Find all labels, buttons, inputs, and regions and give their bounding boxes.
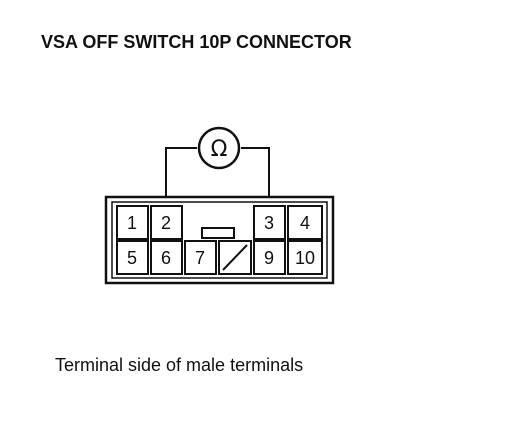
meter-lead-right xyxy=(241,147,270,202)
terminal-3-label: 3 xyxy=(264,213,274,233)
terminal-9-cell xyxy=(253,240,286,275)
terminal-3-cell xyxy=(253,205,286,240)
diagram-caption: Terminal side of male terminals xyxy=(55,355,304,375)
ohm-icon: Ω xyxy=(211,137,228,162)
terminal-4-label: 4 xyxy=(300,213,310,233)
terminal-1-cell xyxy=(116,205,149,240)
terminal-1-label: 1 xyxy=(127,213,137,233)
ohmmeter-circle xyxy=(197,126,241,170)
terminal-10-label: 10 xyxy=(295,248,315,268)
terminal-6-cell xyxy=(150,240,183,275)
terminal-4-cell xyxy=(287,205,323,240)
terminal-9-label: 9 xyxy=(264,248,274,268)
terminal-2-label: 2 xyxy=(161,213,171,233)
terminal-6-label: 6 xyxy=(161,248,171,268)
connector-body: 1 2 3 4 5 6 7 9 10 xyxy=(104,195,335,285)
terminal-7-cell xyxy=(184,240,217,275)
terminal-5-cell xyxy=(116,240,149,275)
terminal-7-label: 7 xyxy=(195,248,205,268)
diagram-title: VSA OFF SWITCH 10P CONNECTOR xyxy=(41,32,352,52)
terminal-8-unused-slash xyxy=(222,244,248,271)
terminal-10-cell xyxy=(287,240,323,275)
terminal-5-label: 5 xyxy=(127,248,137,268)
ohmmeter: Ω xyxy=(197,126,241,170)
locking-tab xyxy=(201,227,235,239)
meter-lead-left xyxy=(165,147,197,202)
terminal-2-cell xyxy=(150,205,183,240)
